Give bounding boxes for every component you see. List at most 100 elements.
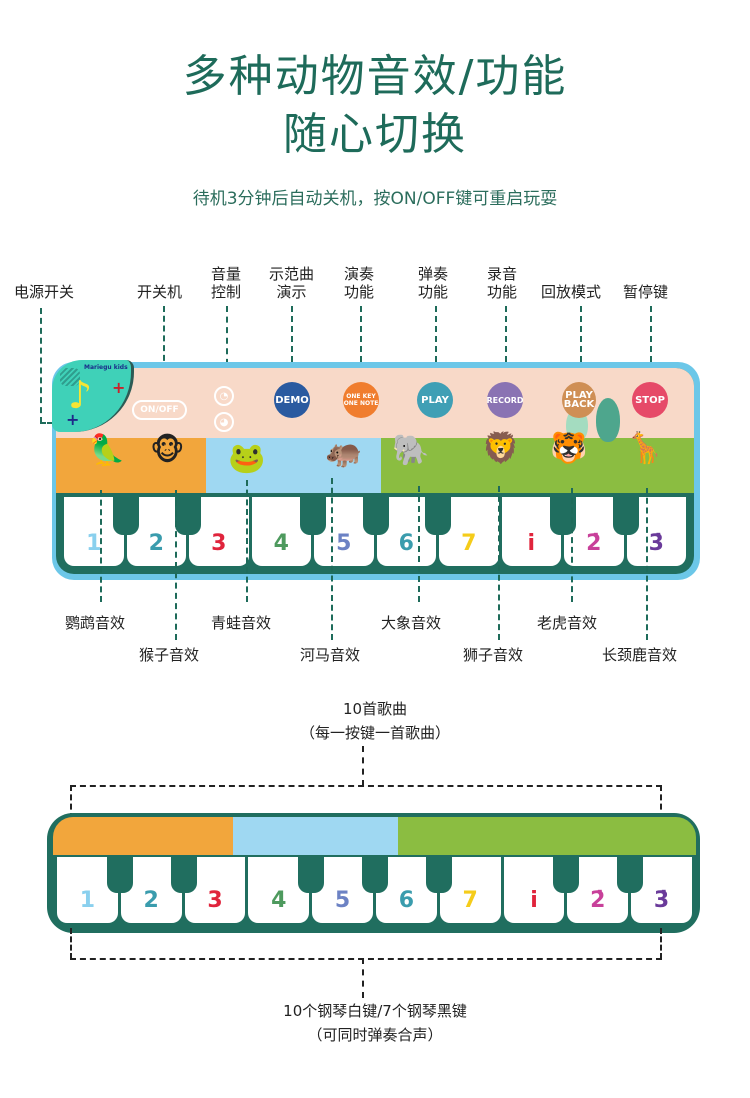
playback-button[interactable]: PLAY BACK bbox=[562, 382, 596, 418]
leader-power-switch-h bbox=[40, 422, 60, 424]
music-note-icon: ♪ bbox=[68, 373, 93, 417]
key-number: 2 bbox=[143, 888, 159, 913]
black-key[interactable] bbox=[170, 857, 197, 894]
black-key[interactable] bbox=[425, 857, 452, 894]
piano-mat-keys-view: 1 2 3 4 5 6 7 i 2̇ 3̇ bbox=[47, 813, 700, 933]
elephant-icon[interactable]: 🐘 bbox=[392, 433, 430, 468]
label-lion: 狮子音效 bbox=[463, 646, 524, 664]
leader-elephant bbox=[418, 486, 420, 602]
label-power-switch: 电源开关 bbox=[14, 283, 75, 301]
key-number: 3 bbox=[207, 888, 223, 913]
label-demo: 示范曲 演示 bbox=[269, 265, 315, 301]
label-one-key: 演奏 功能 bbox=[344, 265, 375, 301]
keys-note-title: 10个钢琴白键/7个钢琴黑键 bbox=[283, 1002, 467, 1020]
key-number: 4 bbox=[273, 531, 289, 556]
tree-icon bbox=[596, 398, 620, 442]
leader-hippo bbox=[331, 478, 333, 640]
label-elephant: 大象音效 bbox=[381, 614, 442, 632]
label-hippo: 河马音效 bbox=[300, 646, 361, 664]
piano-keyboard: 1 2 3 4 5 6 7 i 2̇ 3̇ bbox=[64, 497, 686, 566]
key-number: 6 bbox=[398, 888, 415, 913]
leader-demo bbox=[291, 306, 293, 382]
desert-ground bbox=[56, 438, 206, 493]
songs-note-title: 10首歌曲 bbox=[342, 700, 408, 718]
black-key[interactable] bbox=[298, 857, 325, 894]
frog-icon[interactable]: 🐸 bbox=[228, 441, 266, 476]
black-key[interactable] bbox=[106, 857, 133, 894]
key-number: 2̇ bbox=[586, 531, 602, 556]
label-playback: 回放模式 bbox=[541, 283, 602, 301]
water-ground bbox=[206, 438, 381, 493]
keys-bracket bbox=[70, 958, 662, 960]
leader-on-off bbox=[163, 306, 165, 400]
speaker-grille-icon bbox=[60, 368, 80, 386]
black-key[interactable] bbox=[362, 857, 388, 894]
songs-note-detail: （每一按键一首歌曲） bbox=[299, 724, 450, 742]
on-off-button[interactable]: ON/OFF bbox=[132, 400, 187, 420]
key-number: 7 bbox=[462, 888, 478, 913]
label-giraffe: 长颈鹿音效 bbox=[602, 646, 678, 664]
label-on-off: 开关机 bbox=[137, 283, 183, 301]
one-key-one-note-button[interactable]: ONE KEY ONE NOTE bbox=[343, 382, 379, 418]
key-number: 6 bbox=[398, 531, 414, 556]
water-strip bbox=[233, 817, 398, 855]
black-key[interactable] bbox=[617, 857, 644, 894]
play-button[interactable]: PLAY bbox=[417, 382, 453, 418]
label-monkey: 猴子音效 bbox=[139, 646, 200, 664]
leader-power-switch bbox=[40, 308, 42, 423]
black-key[interactable] bbox=[112, 497, 139, 535]
piano-keyboard-2: 1 2 3 4 5 6 7 i 2̇ 3̇ bbox=[57, 857, 692, 923]
black-key[interactable] bbox=[175, 497, 201, 535]
plus-icon: + bbox=[66, 410, 80, 429]
black-key[interactable] bbox=[612, 497, 639, 535]
subtitle: 待机3分钟后自动关机，按ON/OFF键可重启玩耍 bbox=[192, 189, 558, 209]
key-number: 5 bbox=[336, 531, 352, 556]
key-number: 2 bbox=[148, 531, 164, 556]
leader-one-key bbox=[360, 306, 362, 382]
label-record: 录音 功能 bbox=[487, 265, 518, 301]
leader-monkey bbox=[175, 490, 177, 640]
desert-strip bbox=[53, 817, 233, 855]
lion-icon[interactable]: 🦁 bbox=[482, 431, 520, 466]
monkey-icon[interactable]: 🐵 bbox=[150, 433, 185, 468]
label-play: 弹奏 功能 bbox=[418, 265, 449, 301]
key-number: 5 bbox=[334, 888, 351, 913]
black-key[interactable] bbox=[362, 497, 389, 535]
keys-note-detail: （可同时弹奏合声） bbox=[307, 1026, 443, 1044]
leader-playback bbox=[580, 306, 582, 382]
songs-bracket bbox=[70, 785, 662, 787]
demo-button[interactable]: DEMO bbox=[274, 382, 310, 418]
black-key[interactable] bbox=[425, 497, 451, 535]
key-number: 3̇ bbox=[653, 888, 670, 913]
black-key[interactable] bbox=[300, 497, 326, 535]
page-title: 多种动物音效/功能 bbox=[182, 51, 568, 102]
leader-lion bbox=[498, 486, 500, 640]
volume-down-icon[interactable]: ◕ bbox=[214, 412, 234, 432]
key-number: 1 bbox=[86, 531, 102, 556]
stop-button[interactable]: STOP bbox=[632, 382, 668, 418]
leader-parrot bbox=[100, 490, 102, 602]
label-volume: 音量 控制 bbox=[211, 265, 242, 301]
parrot-icon[interactable]: 🦜 bbox=[88, 433, 126, 468]
black-key[interactable] bbox=[553, 857, 580, 894]
key-number: 3̇ bbox=[648, 531, 664, 556]
label-stop: 暂停键 bbox=[623, 283, 669, 301]
key-number: 7 bbox=[461, 531, 477, 556]
volume-up-icon[interactable]: ◔ bbox=[214, 386, 234, 406]
tiger-icon[interactable]: 🐯 bbox=[550, 431, 588, 466]
hippo-icon[interactable]: 🦛 bbox=[325, 435, 363, 470]
leader-frog bbox=[246, 480, 248, 602]
piano-key-3[interactable]: 3 bbox=[189, 497, 249, 566]
key-number: 1 bbox=[79, 888, 96, 913]
plus-icon: + bbox=[112, 378, 126, 397]
key-number: 3 bbox=[211, 531, 227, 556]
piano-key-1[interactable]: 1 bbox=[64, 497, 124, 566]
leader-volume bbox=[226, 306, 228, 386]
giraffe-icon[interactable]: 🦒 bbox=[626, 431, 664, 466]
leader-tiger bbox=[571, 488, 573, 602]
page-title-line2: 随心切换 bbox=[283, 109, 467, 160]
grass-strip bbox=[398, 817, 696, 855]
keys-bracket-stem bbox=[362, 958, 364, 998]
record-button[interactable]: RECORD bbox=[486, 382, 524, 418]
leader-stop bbox=[650, 306, 652, 382]
